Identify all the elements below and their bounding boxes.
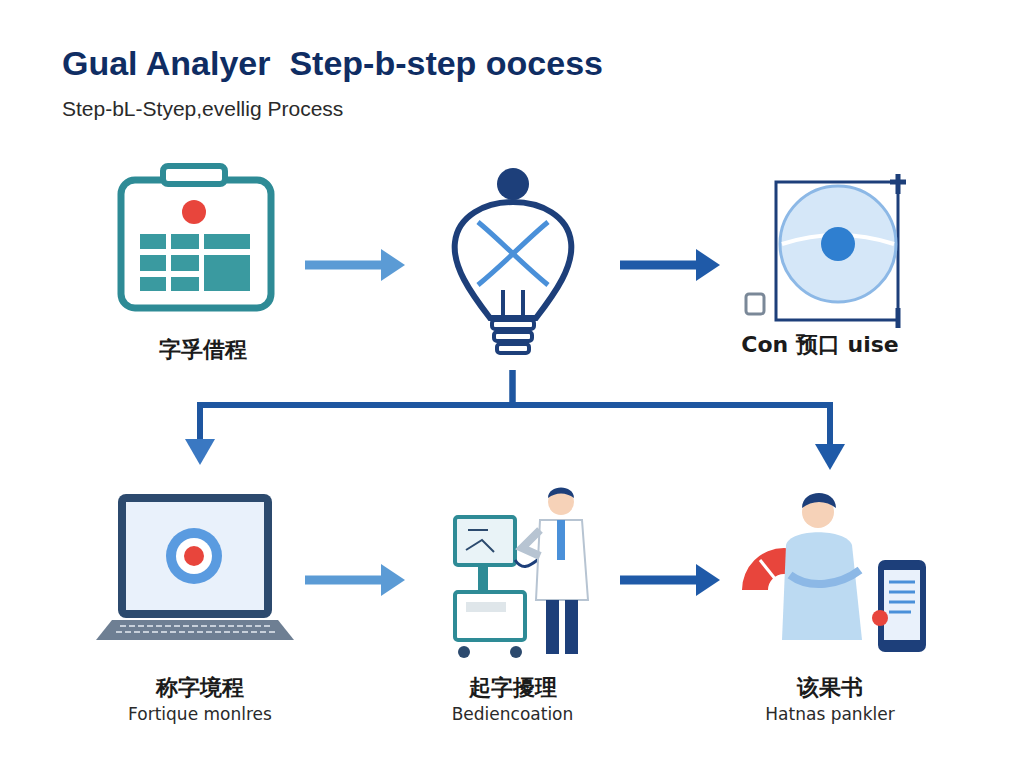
step-node: 该果书Hatnas pankler — [720, 470, 940, 735]
target-outer — [166, 528, 222, 584]
doctor-leg — [565, 600, 578, 654]
step-subtitle: Bediencoation — [452, 703, 574, 725]
step-node: 称字境程Fortique monlres — [95, 465, 305, 735]
person-arms — [790, 570, 860, 584]
target-ring — [176, 538, 212, 574]
bulb-base — [497, 344, 529, 353]
step-node: 字孚借程 — [100, 165, 305, 375]
doctor-tie — [557, 520, 565, 560]
flow-arrow — [200, 370, 513, 439]
doctor-arm — [522, 530, 540, 556]
bulb-base — [492, 320, 534, 329]
machine-stand — [478, 565, 488, 593]
calendar-clip — [163, 166, 225, 184]
cart-wheel — [458, 646, 470, 658]
frame-knob — [746, 294, 764, 314]
machine-screen — [455, 517, 515, 565]
laptop-icon — [96, 494, 294, 640]
grid-cell — [204, 234, 250, 249]
step-subtitle: Hatnas pankler — [765, 703, 894, 725]
flow-arrow — [305, 576, 381, 585]
step-title: 字孚借程 — [159, 336, 247, 365]
lens-disc — [780, 186, 896, 302]
grid-cell — [171, 277, 199, 291]
phone-screen — [884, 570, 920, 640]
user-phone-icon — [742, 493, 926, 652]
red-dot — [182, 200, 206, 224]
grid-cell — [171, 234, 199, 249]
lab-worker-icon — [455, 488, 588, 659]
step-title: 该果书 — [797, 674, 863, 703]
step-subtitle: Fortique monlres — [128, 703, 272, 725]
flow-arrow — [513, 370, 831, 444]
diagram-title: Gual Analyer Step-b-step oocess — [62, 44, 603, 83]
lens-center — [821, 227, 855, 261]
doctor-leg — [546, 600, 559, 654]
step-title: Con 预口 uise — [741, 331, 898, 360]
screen-chart — [466, 530, 494, 552]
bulb-filament — [503, 290, 523, 318]
calendar-icon — [121, 166, 271, 308]
bulb-head — [497, 168, 529, 200]
flow-arrow — [305, 261, 381, 270]
flow-arrow — [620, 576, 696, 585]
flow-arrow — [620, 261, 696, 270]
bulb-cross — [478, 222, 548, 285]
person-body — [782, 532, 862, 640]
lightbulb-icon — [455, 168, 572, 353]
step-node — [405, 160, 620, 370]
step-title: 起字擾理 — [469, 674, 557, 703]
laptop-screen — [126, 502, 264, 610]
subtitle-text: Step-bL-Styep,evellig Process — [62, 97, 343, 121]
target-center — [184, 546, 204, 566]
grid-cell — [204, 255, 250, 291]
bulb-base — [494, 332, 532, 341]
grid-cell — [140, 255, 166, 271]
cart-tray — [466, 602, 506, 612]
phone-body — [878, 560, 926, 652]
laptop-bezel — [118, 494, 272, 618]
grid-cell — [140, 234, 166, 249]
gauge-needle — [760, 560, 784, 590]
lens-frame — [776, 182, 898, 320]
step-title: 称字境程 — [156, 674, 244, 703]
keyboard-keys — [116, 626, 276, 632]
cart-wheel — [510, 646, 522, 658]
step-node: 起字擾理Bediencoation — [405, 490, 620, 735]
machine-cart — [455, 592, 525, 640]
phone-badge — [872, 610, 888, 626]
bulb-glass — [455, 202, 572, 318]
grid-cell — [140, 277, 166, 291]
person-hair — [802, 493, 836, 508]
doctor-hair — [548, 488, 574, 499]
laptop-keyboard — [96, 620, 294, 640]
grid-cell — [171, 255, 199, 271]
lens-icon — [746, 174, 906, 328]
doctor-coat — [536, 520, 588, 600]
calendar-frame — [121, 180, 271, 308]
phone-lines — [889, 582, 915, 612]
step-node: Con 预口 uise — [720, 165, 920, 370]
